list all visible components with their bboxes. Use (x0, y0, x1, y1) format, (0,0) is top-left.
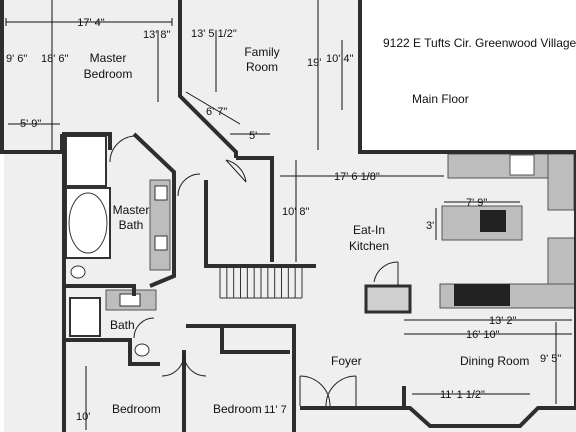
room-label-bedroom: Bedroom (213, 402, 262, 416)
dimension-label: 17' 6 1/8" (334, 171, 380, 183)
sink-icon (154, 185, 168, 201)
dimension-label: 16' 10" (466, 329, 500, 341)
dimension-label: 19' (307, 57, 321, 69)
room-label-bedroom: Bedroom (112, 402, 161, 416)
sink-icon (119, 293, 141, 307)
staircase (219, 266, 303, 299)
room-label-foyer: Foyer (331, 354, 362, 368)
dimension-label: 11' 7 (264, 404, 287, 416)
labels: 9122 E Tufts Cir. Greenwood Village Main… (6, 17, 576, 423)
dimension-label: 10' (76, 411, 90, 423)
dimension-label: 9' 5" (540, 353, 561, 365)
room-label-eat-in-kitchen: Kitchen (349, 239, 389, 253)
dimension-label: 3' (426, 220, 434, 232)
dimension-label: 9' 6" (6, 53, 27, 65)
range-icon (454, 284, 510, 306)
kitchen-sink-icon (509, 154, 535, 176)
doors (109, 135, 399, 407)
room-label-bath: Bath (110, 318, 135, 332)
room-label-master-bedroom: Bedroom (84, 67, 133, 81)
room-label-master-bath: Bath (119, 218, 144, 232)
dimension-label: 13' 8" (143, 29, 171, 41)
cooktop-icon (480, 210, 506, 232)
toilet-icon (134, 343, 150, 357)
dimension-label: 13' 5 1/2" (191, 28, 237, 40)
dimension-label: 6' 7" (206, 106, 227, 118)
level-title: Main Floor (412, 92, 469, 106)
dimension-label: 10' 8" (282, 206, 310, 218)
dimension-label: 5' 9" (20, 118, 41, 130)
bath-fixtures (65, 135, 171, 357)
kitchen-peninsula (364, 284, 412, 314)
dimension-lines (5, 0, 572, 430)
room-label-master-bath: Master (113, 203, 150, 217)
room-label-family-room: Room (246, 60, 278, 74)
dimension-label: 7' 9" (466, 197, 487, 209)
room-label-eat-in-kitchen: Eat-In (353, 223, 385, 237)
room-label-master-bedroom: Master (90, 51, 127, 65)
dimension-label: 18' 6" (41, 53, 69, 65)
toilet-icon (70, 265, 86, 279)
address-text: 9122 E Tufts Cir. Greenwood Village (383, 36, 576, 50)
sink-icon (154, 235, 168, 251)
dimension-label: 11' 1 1/2" (440, 389, 485, 401)
dimension-label: 10' 4" (326, 53, 354, 65)
dimension-label: 17' 4" (77, 17, 105, 29)
dimension-label: 13' 2" (489, 315, 517, 327)
room-label-dining-room: Dining Room (460, 354, 529, 368)
room-label-family-room: Family (244, 45, 279, 59)
dimension-label: 5' (249, 130, 257, 142)
